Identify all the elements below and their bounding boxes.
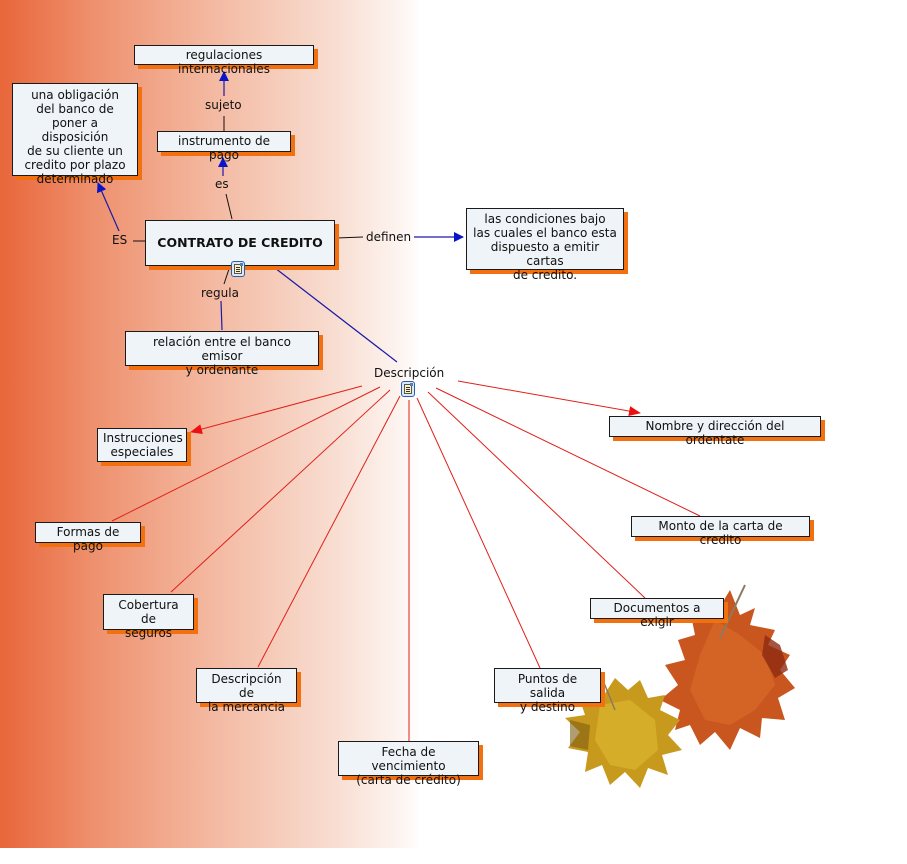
node-descripcion-mercancia[interactable]: Descripción de la mercancia [196,668,297,714]
link-label-descripcion[interactable]: Descripción [374,366,445,380]
node-instrumento-de-pago[interactable]: instrumento de pago [157,131,291,162]
link-central-es [225,193,233,220]
link-label-sujeto[interactable]: sujeto [205,98,242,112]
link-descripcion-formas [111,386,381,522]
autumn-leaves-image [565,584,795,788]
link-ES-obligacion [97,182,120,232]
node-contrato-de-credito[interactable]: CONTRATO DE CREDITO [145,220,335,266]
node-formas-de-pago[interactable]: Formas de pago [35,522,141,553]
link-descripcion-monto [435,387,701,517]
orange-leaf-dark [762,635,788,678]
link-regula-relacion [220,300,223,331]
yellow-leaf-shade [595,700,658,770]
link-descripcion-documentos [427,391,646,599]
node-obligacion-del-banco[interactable]: una obligación del banco de poner a disp… [12,83,138,186]
node-cobertura-de-seguros[interactable]: Cobertura de seguros [103,594,194,640]
link-central-definen [335,236,364,239]
node-relacion-banco-ordenante[interactable]: relación entre el banco emisor y ordenan… [125,331,319,377]
bottom-strip [0,848,907,864]
orange-leaf-shade [690,620,775,725]
link-central-regula [223,268,230,285]
link-label-definen[interactable]: definen [366,230,412,244]
orange-leaf-stem [719,584,746,639]
link-descripcion-nombre [457,380,641,417]
node-fecha-vencimiento[interactable]: Fecha de vencimiento (carta de crédito) [338,741,479,787]
node-regulaciones-internacionales[interactable]: regulaciones internacionales [134,45,314,76]
link-descripcion-cobertura [170,389,391,593]
document-resource-icon[interactable] [231,261,245,277]
link-descripcion-mercancia [257,395,401,668]
yellow-leaf-stem [601,677,616,711]
link-central-descripcion [274,267,398,363]
link-label-ES[interactable]: ES [112,233,128,247]
node-condiciones[interactable]: las condiciones bajo las cuales el banco… [466,208,624,282]
link-descripcion-instrucciones [190,385,363,434]
document-resource-icon[interactable] [401,381,415,397]
link-descripcion-puntos [416,397,541,669]
yellow-leaf-dark [570,720,590,750]
node-documentos-a-exigir[interactable]: Documentos a exigir [590,598,724,629]
node-puntos-salida-destino[interactable]: Puntos de salida y destino [494,668,601,714]
link-label-regula[interactable]: regula [201,286,239,300]
node-nombre-direccion-ordentate[interactable]: Nombre y dirección del ordentate [609,416,821,447]
link-label-es[interactable]: es [215,177,229,191]
node-instrucciones-especiales[interactable]: Instrucciones especiales [97,428,187,462]
node-monto-carta-credito[interactable]: Monto de la carta de credito [631,516,810,547]
